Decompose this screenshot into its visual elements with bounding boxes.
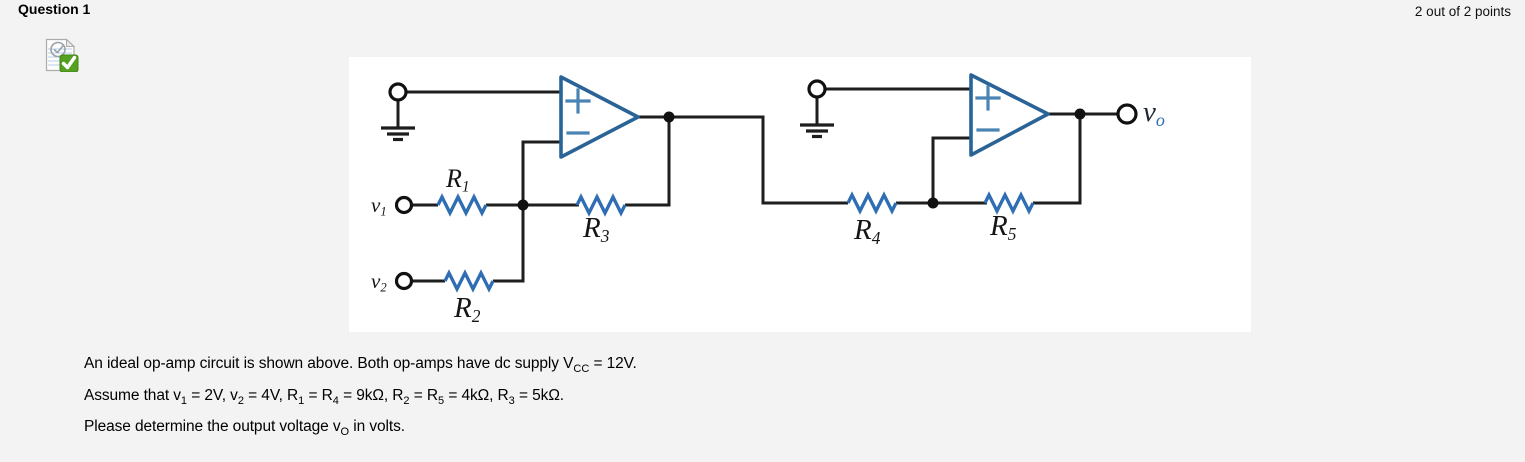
question-line: Please determine the output voltage vO i… [84, 418, 405, 438]
node-dot [663, 111, 675, 123]
graded-question-icon [45, 36, 79, 73]
ground-terminal-1 [388, 82, 408, 102]
node-dot [927, 197, 939, 209]
v2-label: v2 [371, 269, 387, 295]
opamp-1 [559, 75, 640, 159]
resistor-r2 [443, 269, 495, 293]
v1-terminal [394, 195, 414, 215]
r1-label: R1 [446, 164, 470, 196]
question-title: Question 1 [18, 1, 91, 17]
resistor-r1 [436, 193, 488, 217]
question-line: Assume that v1 = 2V, v2 = 4V, R1 = R4 = … [84, 386, 565, 407]
r3-label: R3 [583, 212, 610, 246]
document-check-icon [45, 38, 79, 73]
r5-label: R5 [990, 210, 1017, 244]
question-text: An ideal op-amp circuit is shown above. … [84, 351, 637, 446]
points-score: 2 out of 2 points [1414, 4, 1511, 19]
resistor-r5 [983, 191, 1035, 215]
plus-icon [565, 88, 591, 114]
opamp-circuit-diagram [381, 73, 1138, 293]
vo-terminal [1116, 103, 1138, 125]
plus-icon [975, 85, 1001, 111]
v2-terminal [394, 271, 414, 291]
node-dot [1074, 108, 1086, 120]
ground-symbol-2 [800, 123, 834, 139]
stage2-wires [815, 87, 1119, 205]
green-check-badge [59, 54, 79, 73]
opamp-2 [969, 73, 1050, 157]
r4-label: R4 [854, 214, 881, 248]
vo-label: vo [1143, 96, 1165, 131]
ground-symbol-1 [381, 126, 415, 142]
stage1-wires [396, 90, 848, 283]
ground-terminal-2 [807, 79, 827, 99]
node-dot [517, 199, 529, 211]
circuit-figure: v1 v2 R1 R2 R3 R4 R5 vo [349, 57, 1251, 332]
resistor-r4 [846, 191, 898, 215]
r2-label: R2 [454, 292, 481, 326]
v1-label: v1 [371, 193, 387, 219]
resistor-r3 [575, 193, 627, 217]
question-line: An ideal op-amp circuit is shown above. … [84, 355, 637, 375]
